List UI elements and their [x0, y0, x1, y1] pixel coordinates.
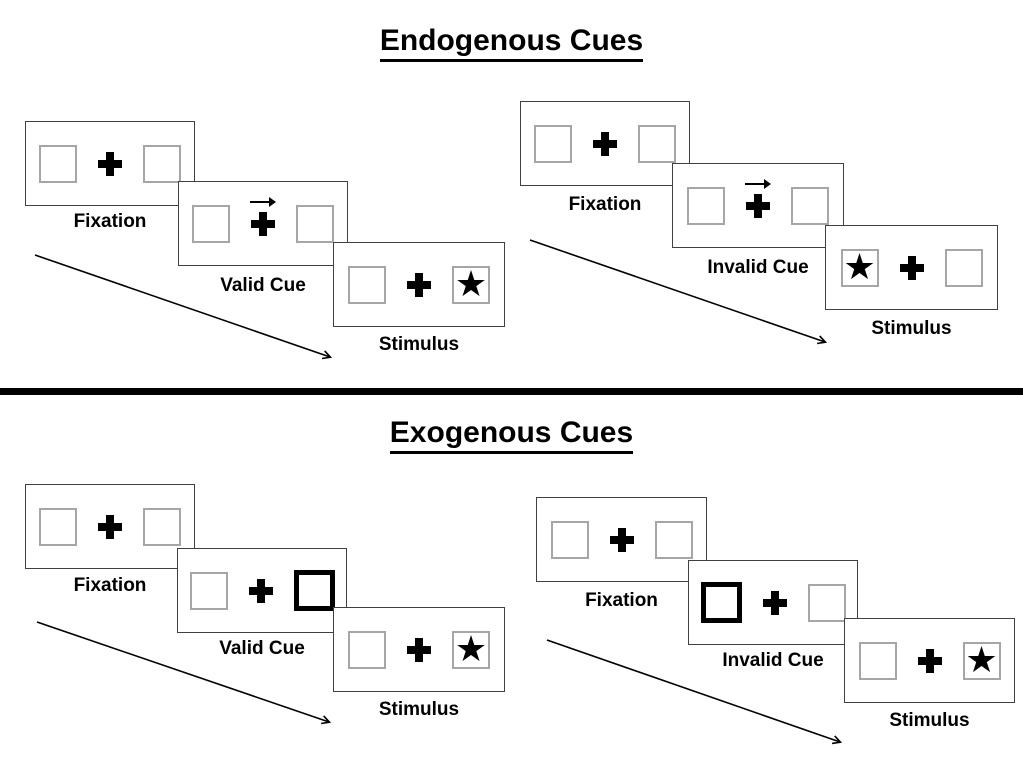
- frame-label: Stimulus: [378, 334, 460, 355]
- right-box: ★: [452, 262, 490, 304]
- left-box: [858, 641, 897, 680]
- stimulus-frame: ★: [333, 607, 505, 692]
- fixation-frame: [25, 484, 195, 569]
- right-box: [143, 507, 181, 546]
- left-box: [192, 204, 230, 243]
- cue-frame: [177, 548, 347, 633]
- fixation-cross-icon: [762, 590, 788, 616]
- left-box: [687, 186, 725, 225]
- star-icon: ★: [454, 627, 488, 669]
- frame-label: Stimulus: [889, 710, 970, 731]
- right-box: ★: [452, 627, 490, 669]
- cue-frame: [672, 163, 844, 248]
- section-title-exogenous: Exogenous Cues: [0, 416, 1023, 454]
- fixation-frame: [536, 497, 707, 582]
- fixation-frame: [25, 121, 195, 206]
- left-box: [189, 571, 228, 610]
- right-arrow-icon: [745, 178, 771, 189]
- frame-label: Invalid Cue: [707, 257, 809, 278]
- left-box: [534, 124, 572, 163]
- fixation-cross-icon: [248, 578, 274, 604]
- section-divider: [0, 388, 1023, 395]
- frame-label: Fixation: [73, 211, 147, 232]
- cue-frame: [178, 181, 348, 266]
- fixation-cross-icon: [609, 527, 635, 553]
- fixation-cross-icon: [917, 648, 943, 674]
- frame-label: Stimulus: [871, 318, 952, 339]
- right-box: [791, 186, 829, 225]
- right-box: [638, 124, 676, 163]
- right-box: [807, 583, 846, 622]
- fixation-cross-icon: [745, 178, 771, 219]
- frame-label: Fixation: [585, 590, 658, 611]
- star-icon: ★: [843, 245, 876, 287]
- section-title-exogenous-text: Exogenous Cues: [389, 416, 634, 454]
- stimulus-frame: ★: [333, 242, 505, 327]
- fixation-frame: [520, 101, 690, 186]
- left-box: [550, 520, 589, 559]
- frame-label: Fixation: [568, 194, 642, 215]
- star-icon: ★: [965, 638, 998, 680]
- frame-label: Valid Cue: [220, 275, 306, 296]
- star-icon: ★: [454, 262, 488, 304]
- fixation-cross-icon: [97, 151, 123, 177]
- right-box: ★: [962, 638, 1001, 680]
- frame-label: Invalid Cue: [722, 650, 824, 671]
- fixation-cross-icon: [97, 514, 123, 540]
- left-box-highlight-cue: [700, 582, 742, 623]
- right-arrow-icon: [250, 196, 276, 207]
- left-box: [348, 630, 386, 669]
- fixation-cross-icon: [250, 196, 276, 237]
- timeline-arrow-endogenous-valid: [34, 254, 333, 360]
- left-box: [348, 265, 386, 304]
- frame-label: Valid Cue: [219, 638, 305, 659]
- right-box: [944, 248, 983, 287]
- right-box: [143, 144, 181, 183]
- section-title-endogenous-text: Endogenous Cues: [379, 24, 644, 62]
- stimulus-frame: ★: [844, 618, 1015, 703]
- timeline-arrow-exogenous-valid: [36, 621, 332, 725]
- fixation-cross-icon: [406, 637, 432, 663]
- section-title-endogenous: Endogenous Cues: [0, 24, 1023, 62]
- timeline-arrow-endogenous-invalid: [529, 239, 828, 345]
- fixation-cross-icon: [592, 131, 618, 157]
- fixation-cross-icon: [899, 255, 925, 281]
- left-box: ★: [840, 245, 879, 287]
- stimulus-frame: ★: [825, 225, 998, 310]
- frame-label: Stimulus: [378, 699, 460, 720]
- fixation-cross-icon: [406, 272, 432, 298]
- right-box-highlight-cue: [293, 570, 335, 611]
- right-box: [296, 204, 334, 243]
- left-box: [39, 144, 77, 183]
- cue-frame: [688, 560, 858, 645]
- left-box: [39, 507, 77, 546]
- frame-label: Fixation: [73, 575, 147, 596]
- right-box: [654, 520, 693, 559]
